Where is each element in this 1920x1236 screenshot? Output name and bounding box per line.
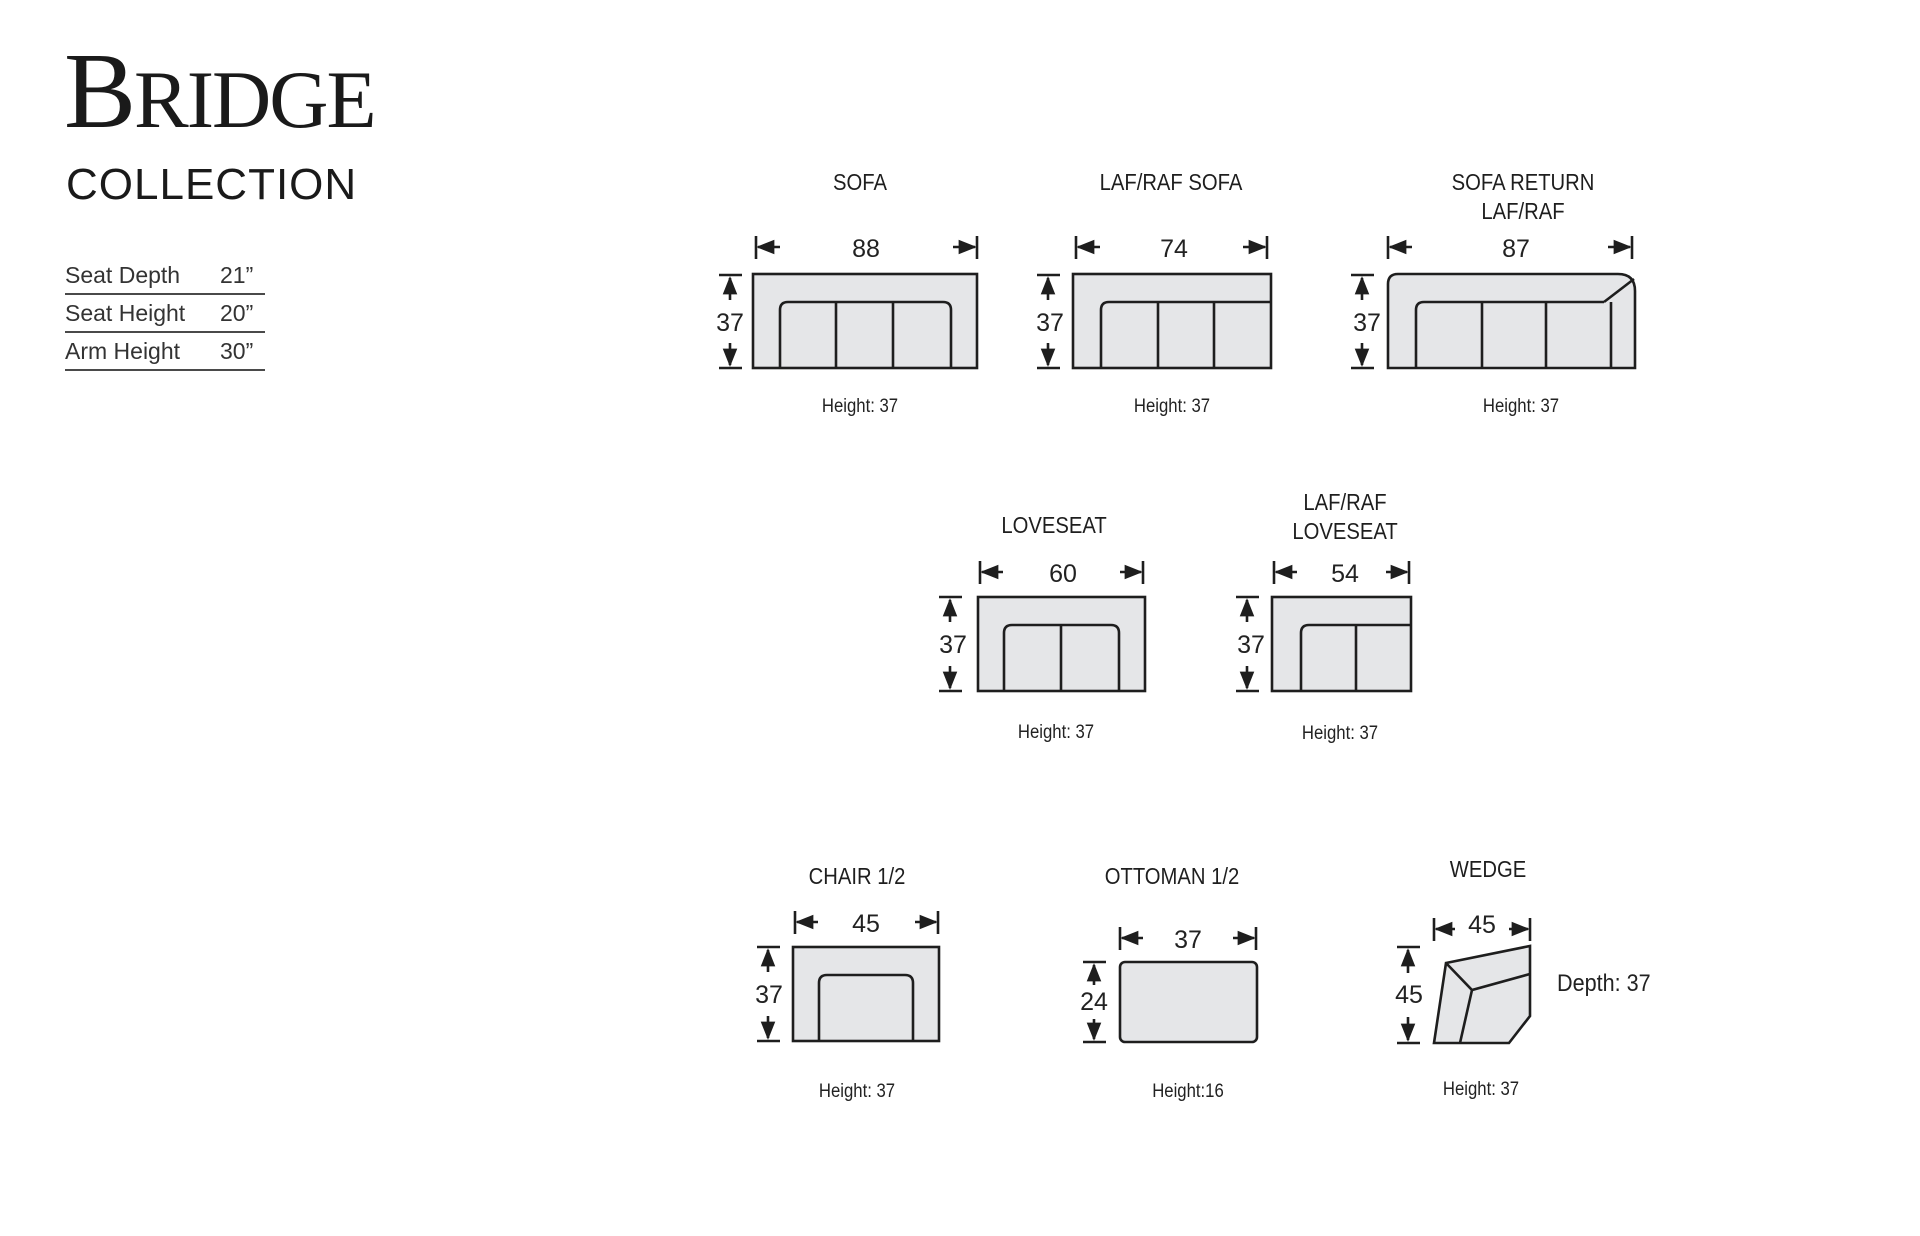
loveseat-depth-label: 37 [939, 631, 967, 659]
brand-title: BRIDGE [64, 38, 377, 146]
chair-drawing [757, 911, 941, 1043]
laf-raf-sofa-depth-label: 37 [1036, 309, 1064, 337]
height-label-wedge: Height: 37 [1442, 1079, 1520, 1100]
spec-row-seat-height: Seat Height 20” [65, 295, 265, 333]
height-label-sofa-return: Height: 37 [1482, 396, 1560, 417]
sofa-return-width-label: 87 [1502, 235, 1530, 263]
brand-subtitle: COLLECTION [66, 160, 358, 209]
laf-raf-sofa-outline [1071, 272, 1273, 370]
laf-raf-sofa-drawing [1037, 236, 1273, 370]
spec-row-seat-depth: Seat Depth 21” [65, 257, 265, 295]
laf-raf-sofa-width-label: 74 [1160, 235, 1188, 263]
loveseat-drawing [939, 561, 1147, 693]
wedge-drawing [1397, 918, 1532, 1045]
laf-raf-sofa-seat [1099, 300, 1271, 368]
spec-value: 30” [220, 337, 254, 364]
piece-title-sofa-return-line1: SOFA RETURN [1451, 169, 1595, 195]
wedge-inner-line [1458, 989, 1474, 1044]
piece-title-sofa: SOFA [833, 169, 887, 195]
laf-raf-loveseat-depth-label: 37 [1237, 631, 1265, 659]
height-label-laf-raf-sofa: Height: 37 [1133, 396, 1211, 417]
sofa-return-outline [1386, 272, 1637, 370]
height-label-sofa: Height: 37 [821, 396, 899, 417]
sofa-return-drawing [1351, 236, 1637, 370]
sofa-return-depth-label: 37 [1353, 309, 1381, 337]
laf-raf-loveseat-seat [1299, 623, 1411, 691]
spec-value: 21” [220, 261, 254, 288]
chair-depth-label: 37 [755, 981, 783, 1009]
piece-title-laf-raf-loveseat-line2: LOVESEAT [1292, 518, 1398, 544]
sofa-width-label: 88 [852, 235, 880, 263]
piece-title-wedge: WEDGE [1449, 856, 1527, 882]
piece-title-chair: CHAIR 1/2 [808, 863, 906, 889]
piece-title-ottoman: OTTOMAN 1/2 [1104, 863, 1240, 889]
spec-row-arm-height: Arm Height 30” [65, 333, 265, 371]
spec-table: Seat Depth 21” Seat Height 20” Arm Heigh… [65, 257, 265, 371]
sofa-outline [751, 272, 979, 370]
wedge-width-label: 45 [1468, 911, 1496, 939]
piece-title-sofa-return-line2: LAF/RAF [1481, 198, 1565, 224]
ottoman-outline [1118, 960, 1259, 1044]
sofa-return-seat [1414, 300, 1604, 368]
spec-label: Seat Height [65, 299, 186, 326]
sofa-seat [778, 300, 953, 368]
spec-label: Arm Height [65, 337, 181, 364]
brand-title-rest: RIDGE [134, 54, 377, 145]
wedge-depth-label: 45 [1395, 981, 1423, 1009]
chair-outline [791, 945, 941, 1043]
ottoman-width-label: 37 [1174, 926, 1202, 954]
piece-title-laf-raf-loveseat-line1: LAF/RAF [1303, 489, 1387, 515]
piece-title-loveseat: LOVESEAT [1001, 512, 1107, 538]
spec-label: Seat Depth [65, 261, 181, 288]
height-label-laf-raf-loveseat: Height: 37 [1301, 723, 1379, 744]
height-label-ottoman: Height:16 [1152, 1081, 1224, 1102]
sofa-drawing [719, 236, 979, 370]
wedge-depth-label: Depth: 37 [1557, 970, 1651, 997]
piece-title-laf-raf-sofa: LAF/RAF SOFA [1099, 169, 1243, 195]
laf-raf-loveseat-width-label: 54 [1331, 560, 1359, 588]
sofa-depth-label: 37 [716, 309, 744, 337]
brand-title-initial: B [64, 32, 136, 151]
laf-raf-loveseat-outline [1270, 595, 1413, 693]
chair-width-label: 45 [852, 910, 880, 938]
ottoman-depth-label: 24 [1080, 988, 1108, 1016]
height-label-loveseat: Height: 37 [1017, 722, 1095, 743]
sofa-return-corner-line [1603, 277, 1635, 304]
chair-seat [817, 973, 915, 1041]
wedge-outline [1432, 944, 1532, 1045]
laf-raf-loveseat-drawing [1236, 561, 1413, 693]
loveseat-width-label: 60 [1049, 560, 1077, 588]
height-label-chair: Height: 37 [818, 1081, 896, 1102]
spec-value: 20” [220, 299, 254, 326]
ottoman-drawing [1083, 927, 1259, 1044]
